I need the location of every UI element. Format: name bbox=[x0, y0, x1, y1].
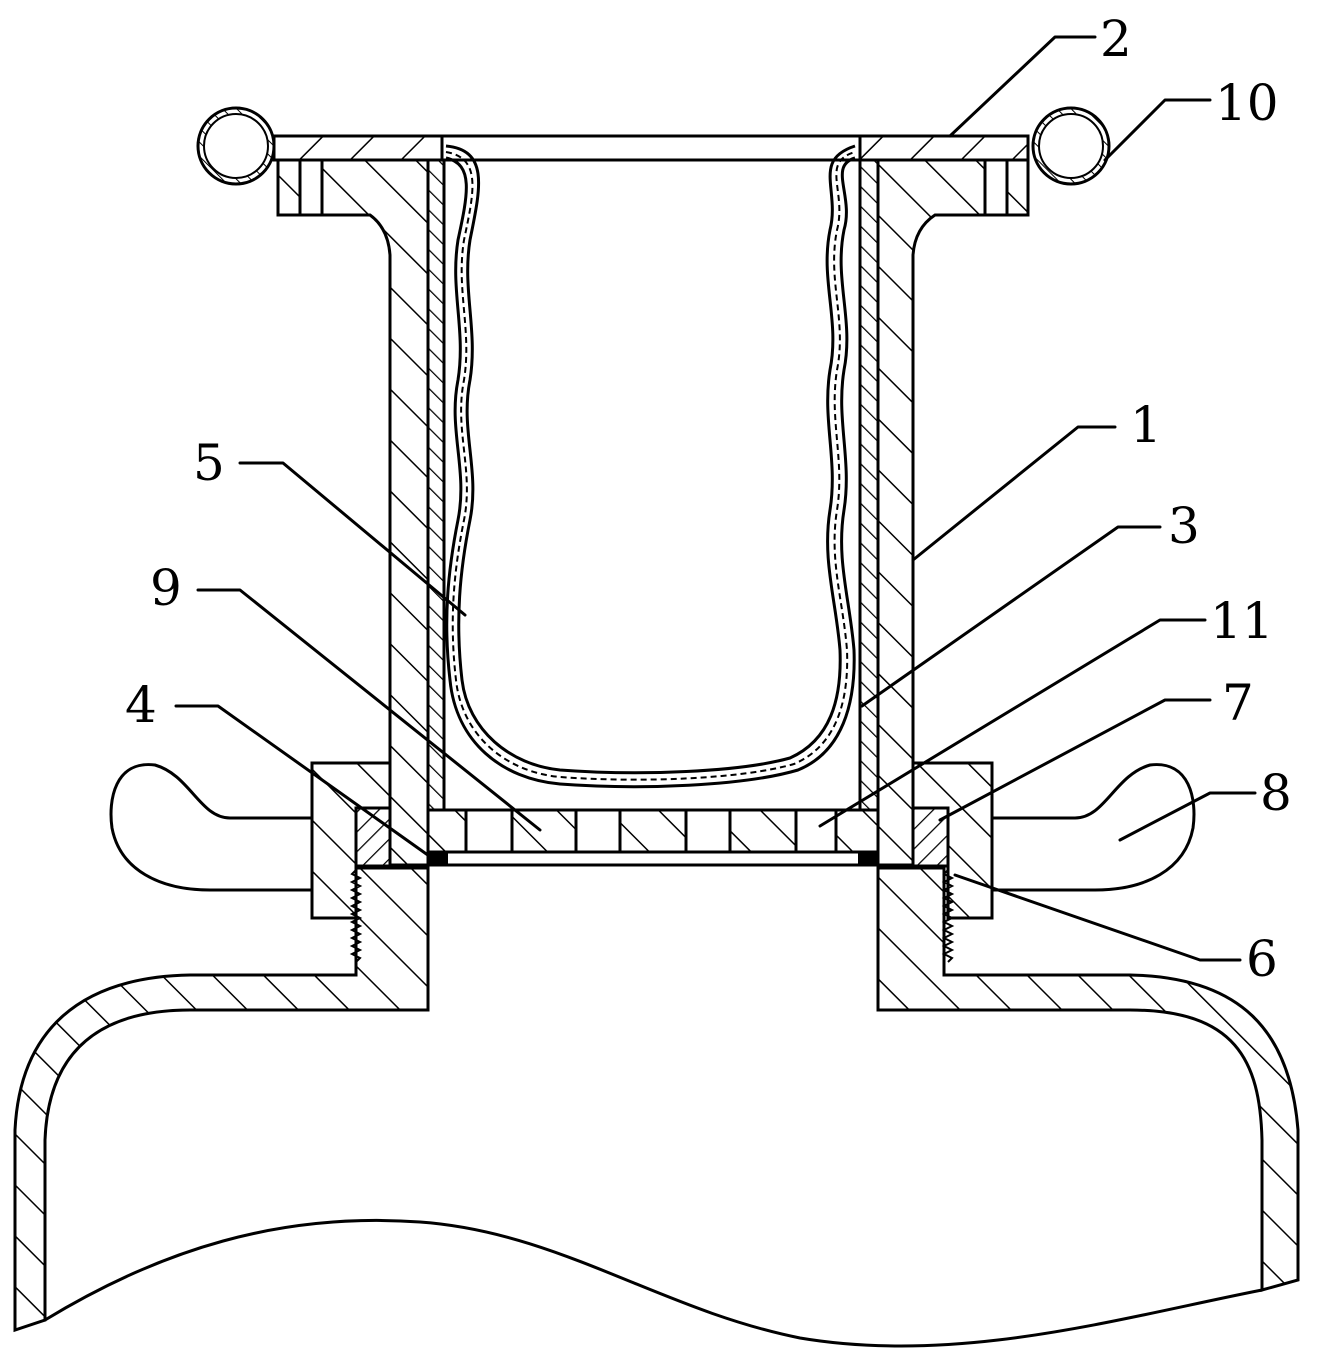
label-5: 5 bbox=[193, 434, 225, 492]
leader-line-10 bbox=[1103, 98, 1212, 162]
top-ring-part-2 bbox=[272, 134, 1030, 162]
flexible-bag-part-5 bbox=[445, 144, 856, 789]
leader-line-2 bbox=[948, 35, 1097, 138]
perforated-plate-part-9 bbox=[426, 808, 880, 867]
label-4: 4 bbox=[125, 676, 157, 734]
leader-line-3 bbox=[860, 525, 1162, 708]
outer-tube-part-1 bbox=[276, 158, 1030, 867]
leader-line-5 bbox=[238, 461, 467, 617]
label-2: 2 bbox=[1100, 10, 1132, 68]
label-6: 6 bbox=[1246, 930, 1278, 988]
label-9: 9 bbox=[150, 559, 182, 617]
leader-lines bbox=[174, 35, 1257, 962]
label-8: 8 bbox=[1260, 764, 1292, 822]
leader-line-1 bbox=[911, 425, 1117, 562]
handle-part-8 bbox=[109, 763, 1196, 892]
leader-line-8 bbox=[1118, 791, 1257, 842]
label-1: 1 bbox=[1130, 396, 1162, 454]
leader-line-9 bbox=[196, 588, 542, 832]
cable-ring-part-10 bbox=[196, 106, 1111, 186]
part-labels: 2 10 1 3 11 7 8 6 5 9 4 bbox=[125, 10, 1292, 988]
label-11: 11 bbox=[1210, 592, 1274, 650]
leader-line-11 bbox=[818, 618, 1207, 828]
label-7: 7 bbox=[1222, 674, 1254, 732]
leader-line-4 bbox=[174, 704, 434, 860]
leader-line-7 bbox=[938, 698, 1212, 822]
leader-line-6 bbox=[953, 873, 1242, 962]
label-10: 10 bbox=[1215, 74, 1279, 132]
label-3: 3 bbox=[1168, 497, 1200, 555]
inner-liner-part-3 bbox=[426, 158, 880, 812]
vessel-body bbox=[13, 866, 1300, 1348]
